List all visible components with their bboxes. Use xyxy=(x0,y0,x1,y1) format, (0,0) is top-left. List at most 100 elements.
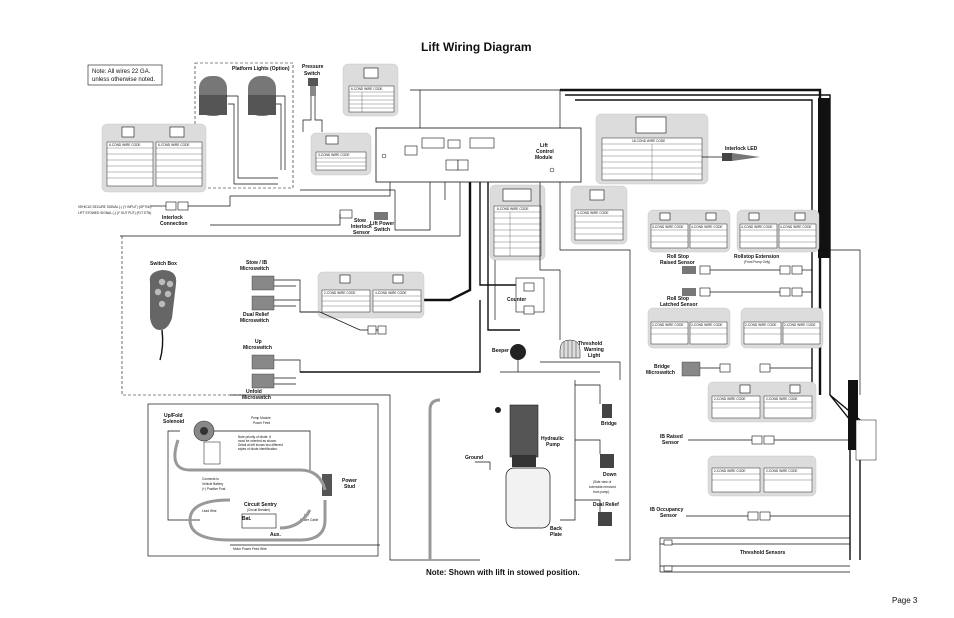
interlock-connection-label-2: Connection xyxy=(160,221,188,227)
unfold-ms-label-1: Unfold xyxy=(246,389,262,395)
dual-relief-ms-label-2: Microswitch xyxy=(240,318,269,324)
back-plate-label-2: Plate xyxy=(550,532,562,538)
lift-power-switch-label-1: Lift Power xyxy=(370,221,394,227)
back-plate: Back Plate xyxy=(550,526,562,538)
circuit-sentry-label-1: Circuit Sentry xyxy=(244,502,277,508)
switch-box: Switch Box xyxy=(149,261,177,361)
circuit-sentry: Circuit Sentry (Circuit Breaker) Bat. Au… xyxy=(241,502,281,538)
wire-code-table-4-title: 18-COND WIRE CODE xyxy=(632,139,665,143)
platform-lights: Platform Lights (Option) xyxy=(194,62,294,189)
wire-code-table-6: 4-COND WIRE CODE xyxy=(570,185,628,245)
up-ms-label-1: Up xyxy=(255,339,262,345)
wire-code-table-9-title: 3-COND WIRE CODE xyxy=(652,225,684,229)
side-view-note-3: from pump) xyxy=(593,490,609,494)
motor-power-feed-wire: Motor Power Feed Wire xyxy=(233,547,267,551)
wire-code-table-2-title: 6-COND WIRE CODE xyxy=(109,143,141,147)
ib-raised-label-2: Sensor xyxy=(662,440,679,446)
wire-code-table-7: 2-COND WIRE CODE 4-COND WIRE CODE xyxy=(317,271,425,319)
polarity-note-4: styles of diode identification. xyxy=(238,447,278,451)
side-view-note-2: solenoids removed xyxy=(589,485,616,489)
beeper-label: Beeper xyxy=(492,348,509,354)
lift-power-switch: Lift Power Switch xyxy=(370,212,394,233)
diagram-title: Lift Wiring Diagram xyxy=(421,40,532,54)
down-label: Down xyxy=(603,472,617,478)
wire-code-table-left-1: 6-COND WIRE CODE 6-COND WIRE CODE xyxy=(101,123,207,193)
aux-label: Aux. xyxy=(270,532,281,538)
threshold-warning-light: Threshold Warning Light xyxy=(559,339,604,359)
dual-relief-solenoid: Dual Relief xyxy=(593,502,619,526)
hydraulic-pump-label-1: Hydraulic xyxy=(541,436,564,442)
ib-occupancy-label-1: IB Occupancy xyxy=(650,507,684,513)
wire-code-table-19: 2-COND WIRE CODE 2-COND WIRE CODE xyxy=(707,455,817,497)
footer-note: Note: Shown with lift in stowed position… xyxy=(426,568,580,577)
unfold-ms-label-2: Microswitch xyxy=(242,395,271,401)
stow-ib-label-1: Stow / IB xyxy=(246,260,268,266)
up-fold-label-1: Up/Fold xyxy=(164,413,183,419)
stow-ib-microswitch: Stow / IB Microswitch Dual Relief Micros… xyxy=(240,260,275,324)
lcm-label-1: Lift xyxy=(540,143,548,149)
wire-code-table-15: 2-COND WIRE CODE 2-COND WIRE CODE xyxy=(740,307,824,349)
lift-control-module: Lift Control Module xyxy=(375,127,582,183)
pressure-switch-label-2: Switch xyxy=(304,71,320,77)
roll-stop-latched-label-1: Roll Stop xyxy=(667,296,689,302)
lead-wire-label: Lead Wire xyxy=(202,509,217,513)
ground: Ground xyxy=(465,455,491,470)
bridge-label: Bridge xyxy=(601,421,617,427)
pressure-switch-label-1: Pressure xyxy=(302,64,324,70)
wire-code-table-1: 6-COND WIRE CODE xyxy=(342,63,399,117)
wire-code-table-9: 3-COND WIRE CODE 4-COND WIRE CODE xyxy=(647,209,731,253)
ib-occupancy-label-2: Sensor xyxy=(660,513,677,519)
stow-interlock-label-1: Stow xyxy=(354,218,366,224)
wire-code-table-18-title: 2-COND WIRE CODE xyxy=(766,397,798,401)
down-solenoid: Down (Side view of solenoids removed fro… xyxy=(589,454,617,494)
bridge-microswitch: Bridge Microswitch xyxy=(646,361,771,377)
interlock-connection: VEHICLE SECURE SIGNAL (-) (Y INPUT) (OPT… xyxy=(78,195,290,227)
roll-stop-raised-label-1: Roll Stop xyxy=(667,254,689,260)
wire-code-table-7-title: 2-COND WIRE CODE xyxy=(324,291,356,295)
wire-code-table-10-title: 4-COND WIRE CODE xyxy=(691,225,723,229)
power-stud-label-1: Power xyxy=(342,478,357,484)
interlock-led: Interlock LED xyxy=(702,146,760,161)
bridge-solenoid: Bridge xyxy=(601,404,617,427)
wire-code-table-12-title: 4-COND WIRE CODE xyxy=(780,225,812,229)
note-box: Note: All wires 22 GA. unless otherwise … xyxy=(87,64,163,86)
stow-interlock-label-2: Interlock xyxy=(351,224,372,230)
up-fold-solenoid: Up/Fold Solenoid xyxy=(163,413,221,465)
lcm-label-2: Control xyxy=(536,149,554,155)
rollstop-extension-label: Rollstop Extension xyxy=(734,254,779,260)
lift-stowed-signal: LIFT STOWED SIGNAL (-) (Y OUT PUT) (FLT … xyxy=(78,211,151,215)
lift-power-cable-label-2: Power Cable xyxy=(300,518,318,522)
wire-code-table-17-title: 2-COND WIRE CODE xyxy=(714,397,746,401)
bat-label: Bat. xyxy=(242,516,252,522)
dual-relief-label: Dual Relief xyxy=(593,502,619,508)
wire-code-table-8-title: 4-COND WIRE CODE xyxy=(375,291,407,295)
up-fold-label-2: Solenoid xyxy=(163,419,184,425)
dual-relief-ms-label-1: Dual Relief xyxy=(243,312,269,318)
up-microswitch: Up Microswitch Unfold Microswitch xyxy=(242,339,275,401)
stow-interlock-label-3: Sensor xyxy=(353,230,370,236)
wire-code-table-5: 6-COND WIRE CODE xyxy=(489,184,546,261)
counter: Counter xyxy=(507,277,545,315)
vehicle-secure-signal: VEHICLE SECURE SIGNAL (-) (Y INPUT) (OPT… xyxy=(78,205,152,209)
wire-code-table-13-title: 2-COND WIRE CODE xyxy=(652,323,684,327)
lead-wire: Lead Wire xyxy=(202,509,217,513)
threshold-sensors: Threshold Sensors xyxy=(659,537,850,573)
stow-ib-label-2: Microswitch xyxy=(240,266,269,272)
connects-to-battery: Connects to Vehicle Battery (+) Positive… xyxy=(202,477,225,491)
page-number: Page 3 xyxy=(892,596,918,605)
interlock-led-label: Interlock LED xyxy=(725,146,758,152)
connects-to-2: Vehicle Battery xyxy=(202,482,224,486)
roll-stop-raised-label-2: Raised Sensor xyxy=(660,260,695,266)
wire-code-table-6-title: 4-COND WIRE CODE xyxy=(577,211,609,215)
polarity-note-3: Detail at left shows two different xyxy=(238,443,283,447)
power-stud-label-2: Stud xyxy=(344,484,355,490)
threshold-light-label-3: Light xyxy=(588,353,601,359)
roll-stop-latched-sensor: Roll Stop Latched Sensor xyxy=(660,287,711,308)
side-view-note-1: (Side view of xyxy=(593,480,611,484)
wire-code-table-16-title: 2-COND WIRE CODE xyxy=(784,323,816,327)
hydraulic-pump-label-2: Pump xyxy=(546,442,560,448)
polarity-note-2: must be oriented as shown. xyxy=(238,439,277,443)
wire-code-table-5-title: 6-COND WIRE CODE xyxy=(497,207,529,211)
connects-to-3: (+) Positive Post xyxy=(202,487,225,491)
